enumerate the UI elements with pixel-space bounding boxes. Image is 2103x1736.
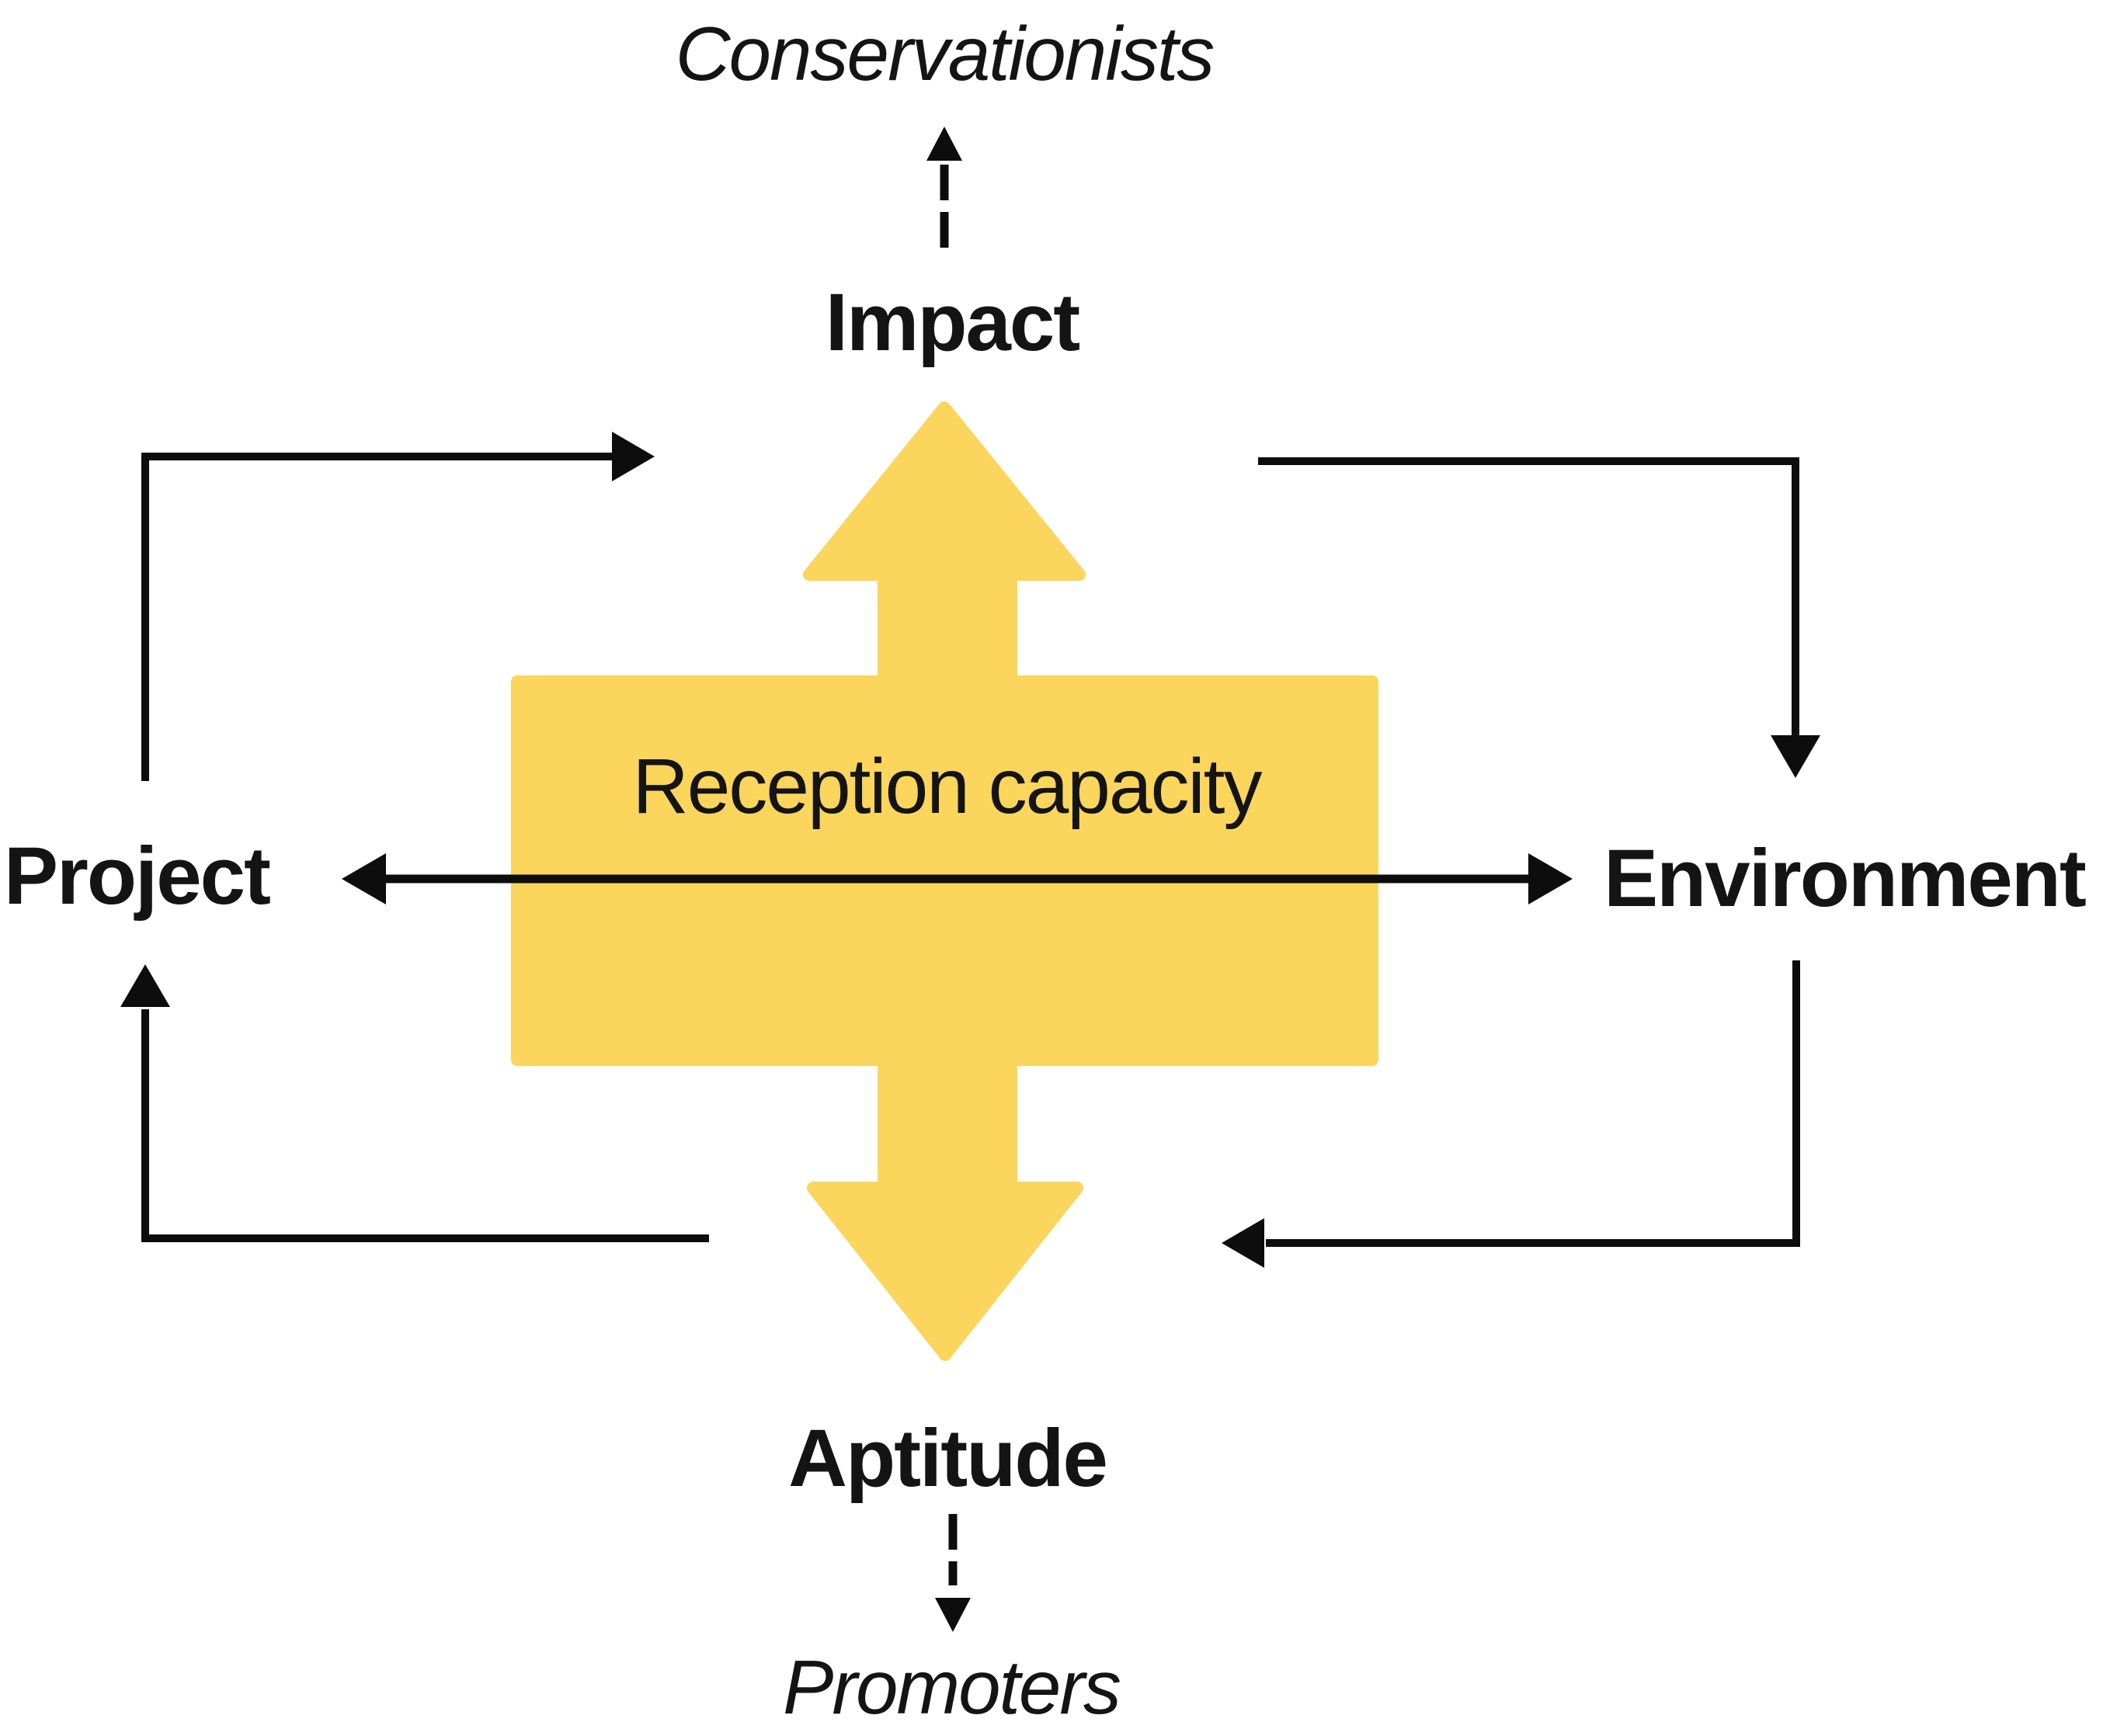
node-aptitude-label: Aptitude [788,1413,1108,1504]
arrowhead-project-to-impact [612,432,655,481]
dashed-arrowhead-up [926,127,962,161]
arrowhead-left [342,853,386,904]
reception-capacity-label: Reception capacity [632,743,1263,830]
arrowhead-right [1528,853,1573,904]
dashed-arrowhead-down [935,1598,971,1632]
arrow-environment-to-aptitude-line [1266,960,1800,1247]
arrowhead-aptitude-to-project [120,964,170,1007]
arrow-project-to-impact-line [141,453,621,781]
actor-promoters-label: Promoters [782,1644,1121,1730]
node-impact-label: Impact [825,277,1080,368]
node-environment-label: Environment [1604,833,2087,924]
node-project-label: Project [4,831,271,922]
arrow-aptitude-to-project-line [141,1009,709,1242]
arrowhead-environment-to-aptitude [1222,1218,1264,1268]
actor-conservationists-label: Conservationists [675,11,1215,96]
arrowhead-impact-to-environment [1771,735,1820,778]
arrow-impact-to-environment-line [1258,457,1799,745]
